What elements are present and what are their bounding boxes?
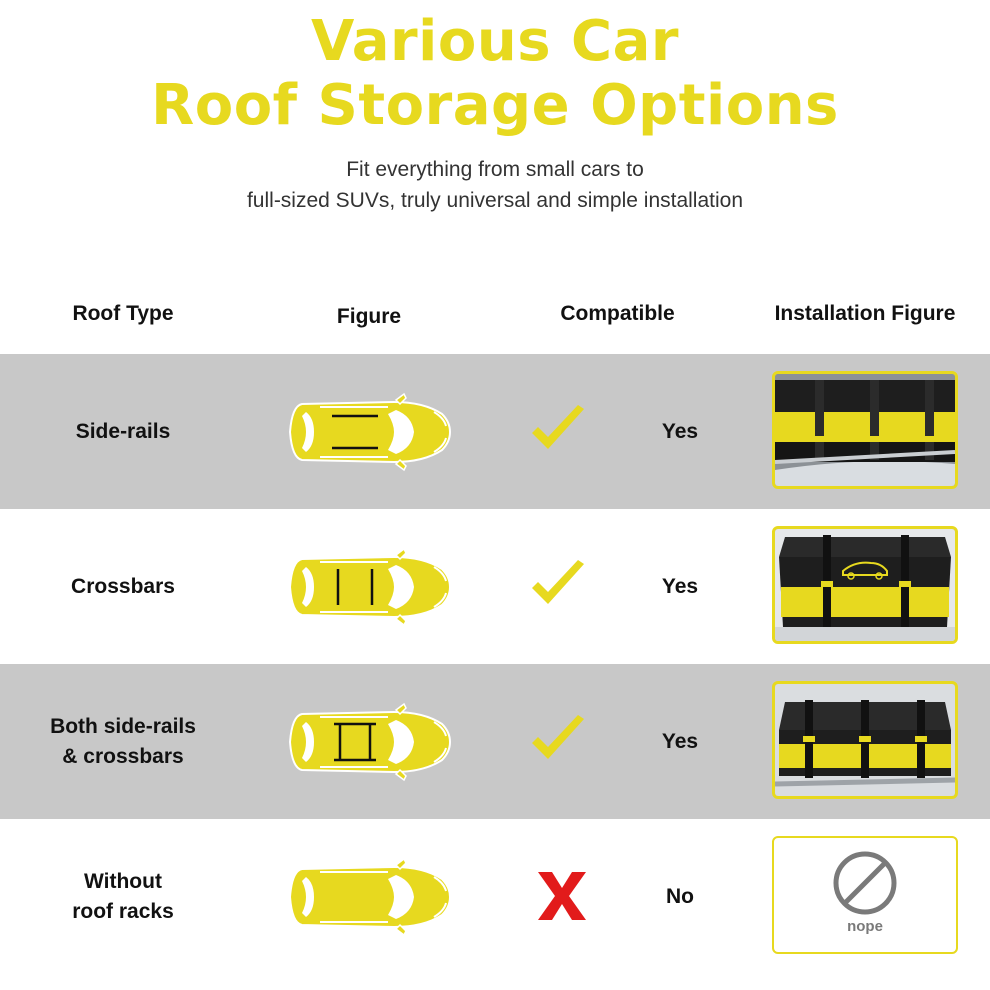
roof-type-line-1: Crossbars (71, 574, 175, 598)
roof-type-line-1: Side-rails (75, 419, 171, 443)
nope-icon (833, 851, 897, 915)
subtitle-line-2: full-sized SUVs, truly universal and sim… (246, 189, 744, 212)
crossbars-installation-photo (772, 526, 958, 644)
page-subtitle: Fit everything from small cars to full-s… (0, 154, 990, 216)
compatible-answer: Yes (661, 729, 699, 753)
side-rails-installation-photo (772, 371, 958, 489)
title-line-1: Various Car (310, 9, 680, 74)
car-top-view-crossbars-icon (284, 547, 454, 627)
roof-type-line-2: & crossbars (62, 744, 184, 768)
roof-type-label: Without roof racks (18, 819, 228, 974)
table-header: Roof Type Figure Compatible Installation… (0, 296, 990, 336)
subtitle-line-1: Fit everything from small cars to (346, 158, 644, 181)
car-top-view-side-rails-icon (284, 392, 454, 472)
table-row: Side-rails Yes (0, 354, 990, 509)
nope-label: nope (847, 918, 883, 935)
car-top-view-no-rack-icon (284, 857, 454, 937)
check-icon (532, 715, 584, 759)
compatible-answer: No (666, 884, 694, 908)
column-figure: Figure (336, 305, 402, 328)
compatible-answer: Yes (661, 419, 699, 443)
column-installation-figure: Installation Figure (774, 302, 956, 325)
check-icon (532, 560, 584, 604)
title-line-2: Roof Storage Options (151, 73, 839, 138)
check-icon (532, 405, 584, 449)
compatible-answer: Yes (661, 574, 699, 598)
table-row: Both side-rails & crossbars Yes (0, 664, 990, 819)
column-compatible: Compatible (560, 302, 675, 325)
page-title: Various Car Roof Storage Options (0, 10, 990, 138)
x-icon (538, 872, 586, 920)
roof-type-label: Side-rails (18, 354, 228, 509)
table-row: Without roof racks No nope (0, 819, 990, 974)
column-roof-type: Roof Type (72, 302, 174, 325)
nope-installation-box: nope (772, 836, 958, 954)
roof-type-label: Crossbars (18, 509, 228, 664)
roof-type-label: Both side-rails & crossbars (18, 664, 228, 819)
both-installation-photo (772, 681, 958, 799)
roof-type-line-1: Both side-rails (50, 714, 196, 738)
roof-type-line-2: roof racks (72, 899, 174, 923)
table-row: Crossbars Yes (0, 509, 990, 664)
roof-type-line-1: Without (84, 869, 162, 893)
car-top-view-frame-icon (284, 702, 454, 782)
